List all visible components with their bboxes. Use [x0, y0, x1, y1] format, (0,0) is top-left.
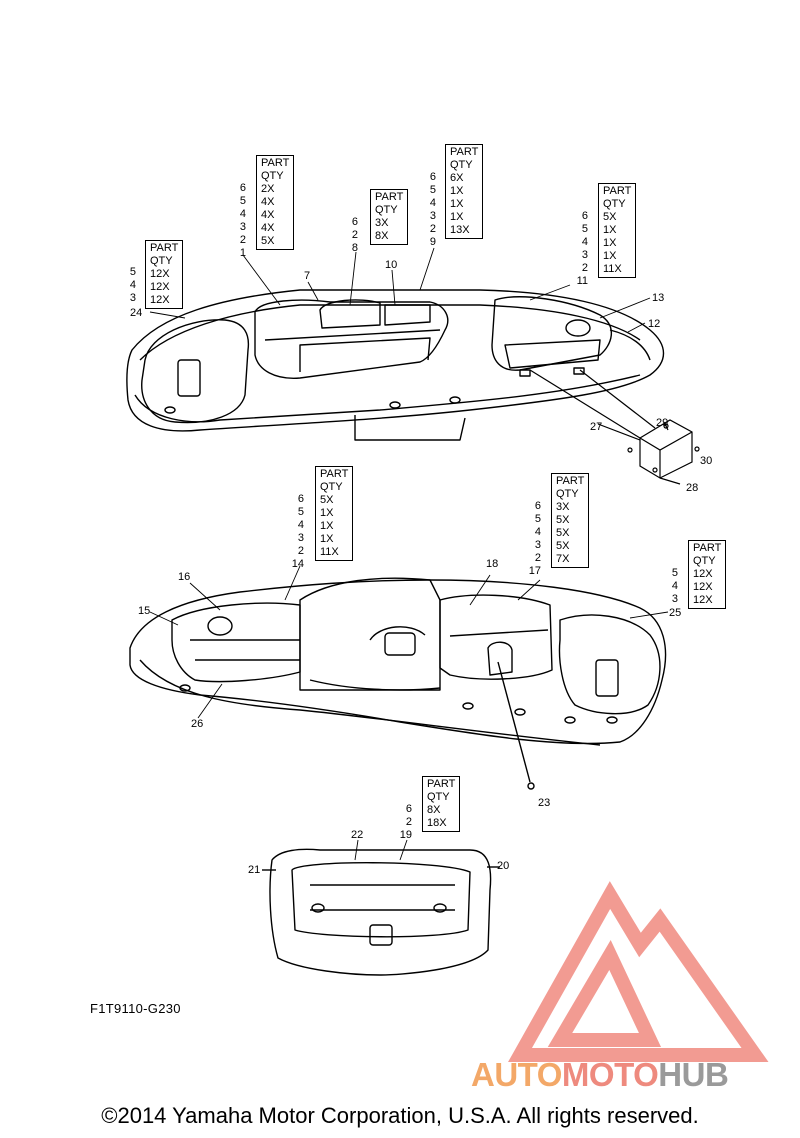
callout-26: 26 [191, 718, 204, 730]
leader-lines [149, 247, 669, 861]
callout-30: 30 [700, 455, 713, 467]
callout-10: 10 [385, 259, 398, 271]
middle-deck-drawing [129, 577, 667, 790]
callout-28: 28 [686, 482, 699, 494]
qty-table-25: PART QTY 12X 12X 12X [688, 540, 727, 609]
logo-moto: MOTO [561, 1056, 659, 1093]
callout-25: 25 [669, 607, 682, 619]
callout-20: 20 [497, 860, 510, 872]
callout-27: 27 [590, 421, 603, 433]
qty-table-17: PART QTY 3X 5X 5X 5X 7X [551, 473, 590, 568]
logo-auto: AUTO [471, 1056, 562, 1093]
callout-7: 7 [304, 270, 311, 282]
copyright-notice: ©2014 Yamaha Motor Corporation, U.S.A. A… [101, 1103, 699, 1128]
qty-table-24: PART QTY 12X 12X 12X [145, 240, 184, 309]
qty-table-9: PART QTY 6X 1X 1X 1X 13X [445, 144, 484, 239]
diagram-code: F1T9110-G230 [90, 1001, 181, 1016]
callout-16: 16 [178, 571, 191, 583]
qty-table-14: PART QTY 5X 1X 1X 1X 11X [315, 466, 354, 561]
bracket-part-drawing [529, 369, 700, 485]
top-deck-drawing [126, 289, 665, 441]
callout-23: 23 [538, 797, 551, 809]
automotohub-logo-icon [508, 881, 769, 1062]
callout-21: 21 [248, 864, 261, 876]
callout-15: 15 [138, 605, 151, 617]
qty-table-1: PART QTY 2X 4X 4X 4X 5X [256, 155, 295, 250]
callout-29: 29 [656, 417, 669, 429]
callout-12: 12 [648, 318, 661, 330]
qty-table-19: PART QTY 8X 18X [422, 776, 461, 832]
qty-table-11: PART QTY 5X 1X 1X 1X 11X [598, 183, 637, 278]
callout-24: 24 [130, 307, 143, 319]
automotohub-logo: AUTOMOTOHUB [471, 1056, 729, 1094]
callout-22: 22 [351, 829, 364, 841]
callout-13: 13 [652, 292, 665, 304]
logo-hub: HUB [658, 1056, 729, 1093]
qty-table-8: PART QTY 3X 8X [370, 189, 409, 245]
callout-18: 18 [486, 558, 499, 570]
bottom-tub-drawing [262, 848, 500, 976]
